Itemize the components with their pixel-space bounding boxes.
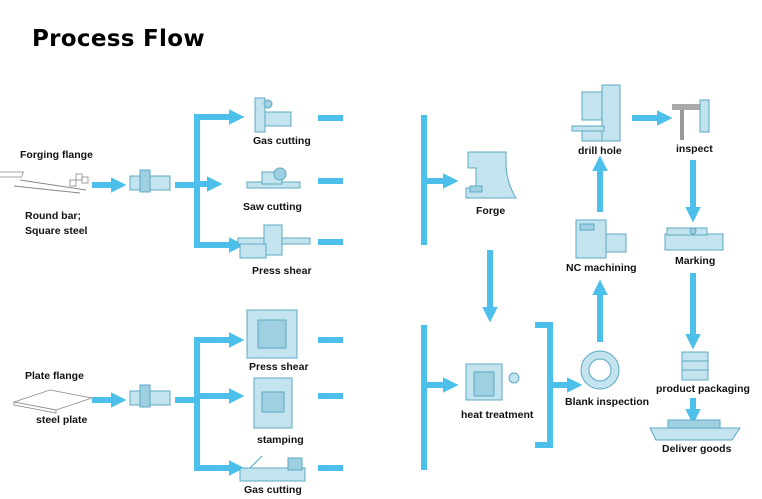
step-label: stamping xyxy=(257,434,304,446)
product-packaging-icon xyxy=(681,351,709,381)
stamping-icon xyxy=(253,377,293,429)
marking-icon xyxy=(664,227,724,251)
step-label: Saw cutting xyxy=(243,201,302,213)
step-label: inspect xyxy=(676,143,713,155)
heat-treatment-icon xyxy=(465,363,520,401)
material-label: Round bar; xyxy=(25,210,81,222)
straightening-machine-icon xyxy=(129,384,171,408)
step-label: Marking xyxy=(675,255,715,267)
cargo-ship-icon xyxy=(649,419,741,441)
step-label: Gas cutting xyxy=(244,484,302,496)
step-label: Deliver goods xyxy=(662,443,732,455)
gas-cutting-icon xyxy=(254,97,292,133)
straightening-machine-icon xyxy=(129,169,171,193)
page-title: Process Flow xyxy=(32,26,205,52)
forge-icon xyxy=(465,151,517,199)
round-bar-icon xyxy=(0,171,89,194)
step-label: Blank inspection xyxy=(565,396,649,408)
inspect-caliper-icon xyxy=(672,99,710,140)
step-label: heat treatment xyxy=(461,409,534,421)
material-label: Square steel xyxy=(25,225,88,237)
material-label: steel plate xyxy=(36,414,88,426)
blank-inspection-icon xyxy=(580,350,620,390)
plate-flange-label: Plate flange xyxy=(25,370,84,382)
step-label: product packaging xyxy=(656,383,750,395)
drill-hole-icon xyxy=(571,84,621,142)
step-label: Forge xyxy=(476,205,505,217)
saw-cutting-icon xyxy=(246,167,301,189)
step-label: Press shear xyxy=(249,361,309,373)
press-shear-icon xyxy=(237,224,311,259)
press-shear-icon xyxy=(246,309,298,359)
bracket xyxy=(535,322,553,448)
nc-machining-icon xyxy=(575,219,627,259)
step-label: Press shear xyxy=(252,265,312,277)
forging-flange-label: Forging flange xyxy=(20,149,93,161)
gas-cutting-icon xyxy=(239,455,306,482)
step-label: NC machining xyxy=(566,262,637,274)
step-label: drill hole xyxy=(578,145,622,157)
steel-plate-icon xyxy=(12,389,94,414)
step-label: Gas cutting xyxy=(253,135,311,147)
